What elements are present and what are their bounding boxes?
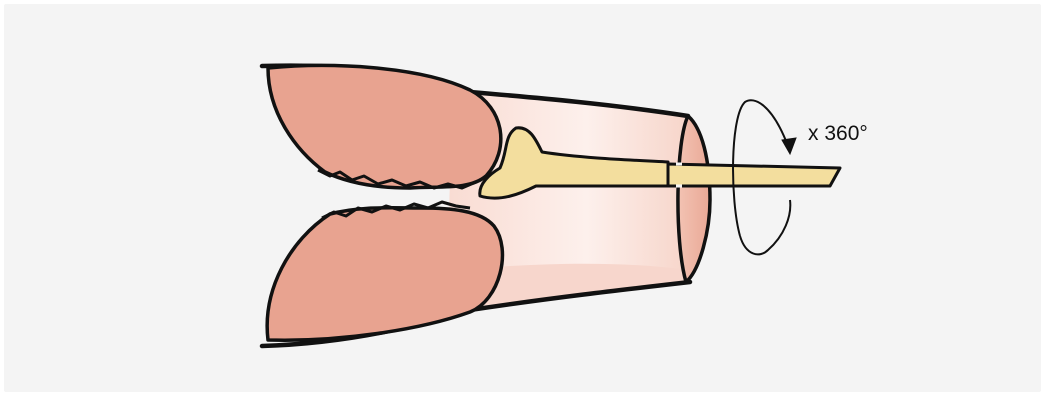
- brush-shaft: [668, 164, 840, 186]
- rotation-arrowhead: [782, 138, 796, 154]
- upper-cervical-lip: [268, 66, 501, 188]
- rotation-arrow-front: [740, 200, 790, 254]
- lower-cervical-lip: [267, 208, 502, 340]
- external-os-rim: [678, 116, 710, 282]
- rotation-label: x 360°: [808, 122, 868, 145]
